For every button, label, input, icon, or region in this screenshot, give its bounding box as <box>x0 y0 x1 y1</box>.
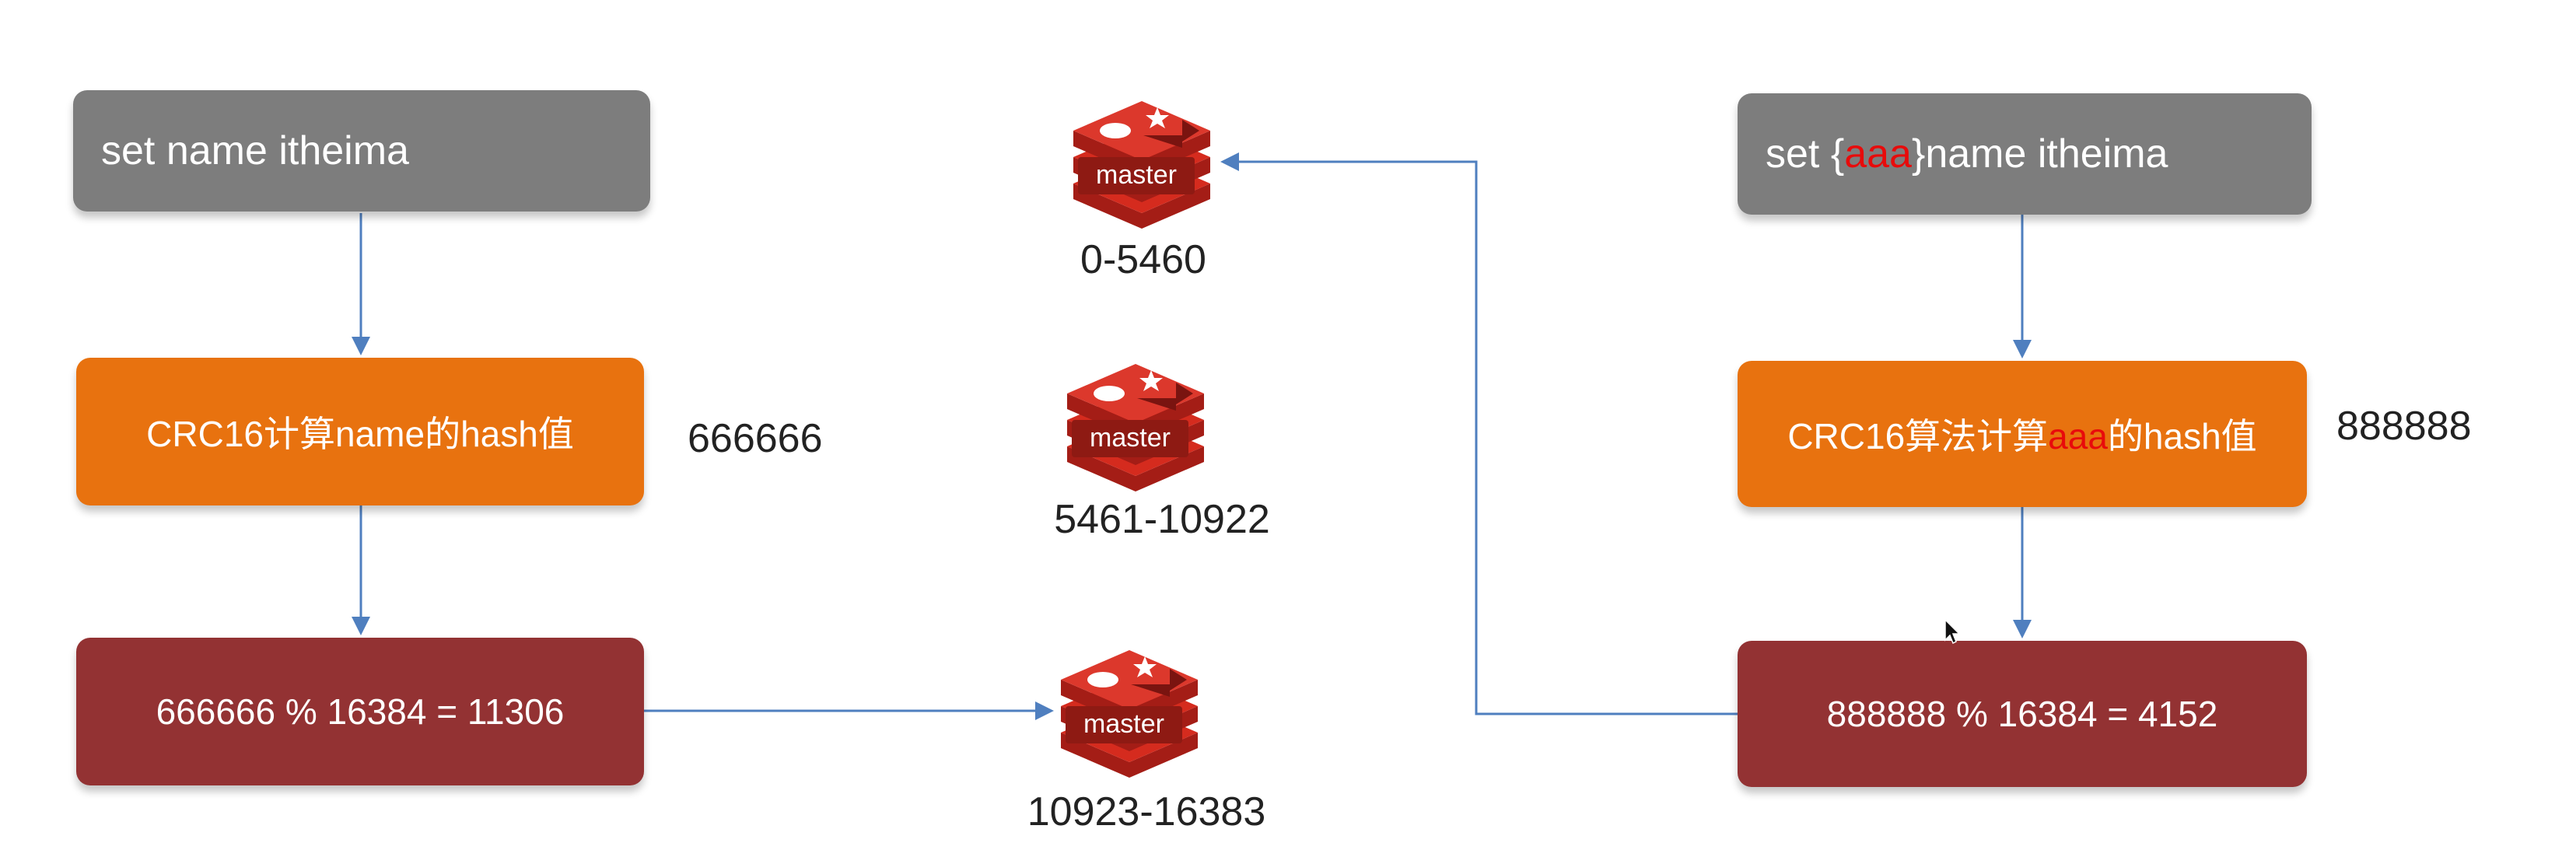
master-1-label: master <box>1096 160 1177 190</box>
left-crc-text: CRC16计算name的hash值 <box>146 414 574 454</box>
left-crc-box: CRC16计算name的hash值 <box>76 358 644 505</box>
right-hash-value: 888888 <box>2336 404 2472 449</box>
right-command-prefix: set { <box>1766 131 1845 177</box>
left-slot-box: 666666 % 16384 = 11306 <box>76 638 644 785</box>
right-command-suffix: }name itheima <box>1911 131 2168 177</box>
right-crc-text: CRC16算法计算aaa的hash值 <box>1787 408 2256 460</box>
redis-master-icon: master <box>1073 101 1210 229</box>
right-crc-key: aaa <box>2048 416 2108 456</box>
left-command-box: set name itheima <box>73 90 650 212</box>
master-2-label: master <box>1090 423 1171 453</box>
left-command-text: set name itheima <box>101 128 409 173</box>
master-1-range: 0-5460 <box>1080 237 1206 282</box>
right-slot-text: 888888 % 16384 = 4152 <box>1826 694 2218 734</box>
redis-master-icon: master <box>1061 650 1198 778</box>
right-slot-box: 888888 % 16384 = 4152 <box>1738 641 2307 787</box>
right-crc-box: CRC16算法计算aaa的hash值 <box>1738 361 2307 507</box>
master-3-range: 10923-16383 <box>1027 789 1266 834</box>
right-crc-prefix: CRC16算法计算 <box>1787 416 2049 456</box>
master-3-label: master <box>1083 709 1164 739</box>
redis-master-icon: master <box>1067 364 1204 491</box>
right-command-box: set {aaa}name itheima <box>1738 93 2312 215</box>
mouse-cursor-icon <box>1944 619 1961 645</box>
right-crc-suffix: 的hash值 <box>2107 416 2257 456</box>
master-2-range: 5461-10922 <box>1054 497 1270 542</box>
left-hash-value: 666666 <box>688 416 823 461</box>
arrow-slot-to-master-1 <box>1220 152 1738 715</box>
right-command-key: aaa <box>1844 131 1912 177</box>
right-command-text: set {aaa}name itheima <box>1766 131 2168 177</box>
left-slot-text: 666666 % 16384 = 11306 <box>156 691 565 732</box>
